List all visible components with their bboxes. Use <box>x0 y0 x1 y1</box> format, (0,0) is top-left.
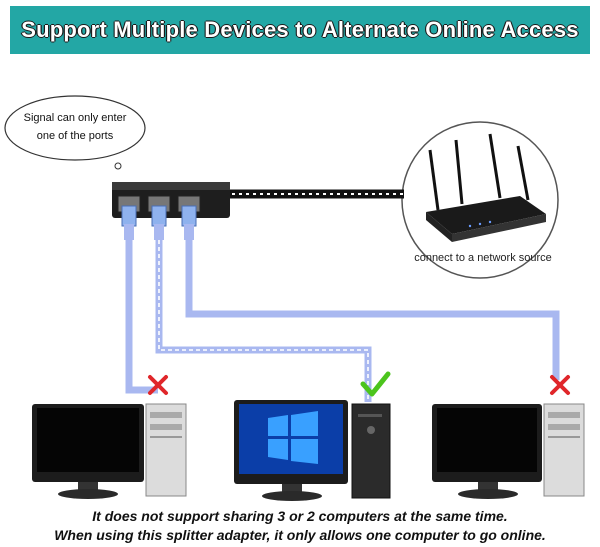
cable-middle <box>155 240 372 402</box>
cross-icon-left <box>148 375 168 395</box>
callout-bubble <box>4 95 146 170</box>
header-banner-bar <box>10 6 590 54</box>
header-banner: Support Multiple Devices to Alternate On… <box>0 0 600 62</box>
check-icon-middle <box>360 371 391 397</box>
computer-right <box>432 403 585 499</box>
router-icon <box>426 133 546 242</box>
computer-right-monitor <box>432 404 542 499</box>
ethernet-plugs <box>121 205 197 240</box>
router-lens <box>401 121 559 279</box>
cable-right <box>185 240 560 380</box>
computer-left-monitor <box>32 404 144 499</box>
footer-line-1: It does not support sharing 3 or 2 compu… <box>92 508 508 524</box>
callout-line-1: Signal can only enter <box>23 112 127 124</box>
callout-line-2: one of the ports <box>36 130 114 142</box>
computer-left-tower <box>145 403 187 497</box>
cable-left <box>125 240 158 394</box>
computer-middle-monitor <box>234 400 348 501</box>
computer-left <box>32 403 187 499</box>
computer-middle-tower <box>351 403 391 499</box>
cross-icon-right <box>550 375 570 395</box>
computer-right-tower <box>543 403 585 497</box>
page-title: Support Multiple Devices to Alternate On… <box>21 17 579 42</box>
router-caption: connect to a network source <box>414 252 552 264</box>
footer-line-2: When using this splitter adapter, it onl… <box>54 527 546 543</box>
computer-middle <box>234 400 391 501</box>
